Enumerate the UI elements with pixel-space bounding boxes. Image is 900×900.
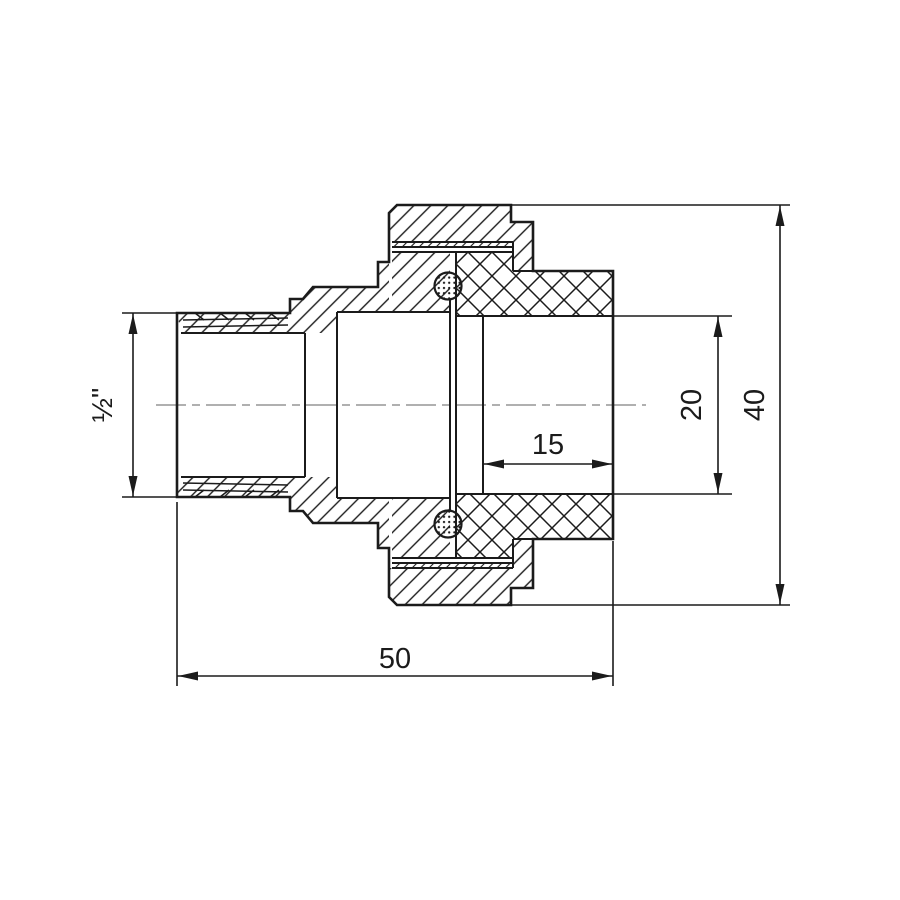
outer-silhouette xyxy=(175,203,615,607)
nut-thread-band-bottom xyxy=(392,563,513,568)
thread-profile-lines xyxy=(182,312,289,498)
socket-section xyxy=(456,252,613,558)
dimension-lines xyxy=(122,204,790,686)
dimension-labels: ½" 15 20 40 50 xyxy=(87,388,771,675)
dimension-label-overall-length: 50 xyxy=(379,643,411,675)
internal-edges xyxy=(181,241,613,569)
union-nut-section xyxy=(389,205,533,605)
o-ring-top xyxy=(433,271,463,301)
dimension-label-socket-depth: 15 xyxy=(532,429,564,461)
o-ring-bottom xyxy=(433,509,463,539)
dimension-label-thread-size: ½" xyxy=(87,388,119,422)
male-adapter-section xyxy=(177,252,450,558)
dimension-label-bore-diameter: 20 xyxy=(676,389,708,421)
dimension-arrows xyxy=(128,206,785,681)
dimension-label-outer-diameter: 40 xyxy=(739,389,771,421)
nut-thread-band-top xyxy=(392,242,513,247)
